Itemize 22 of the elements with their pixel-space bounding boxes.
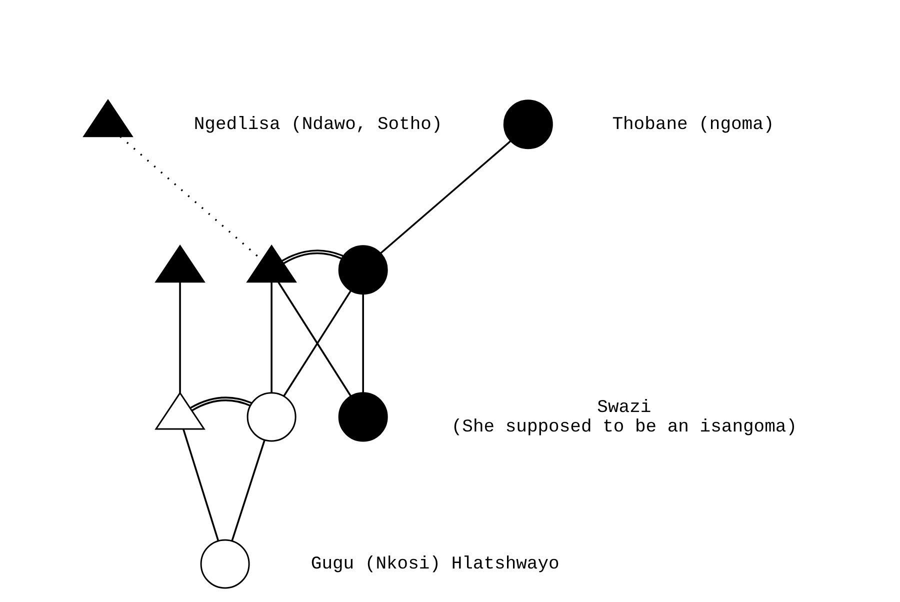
connector	[270, 282, 272, 393]
connector	[190, 396, 252, 412]
connector	[178, 282, 180, 393]
connector	[230, 440, 265, 542]
connector	[281, 250, 343, 264]
node-circle	[338, 392, 388, 442]
node-triangle	[246, 244, 296, 283]
node-circle	[246, 392, 296, 442]
node-circle	[338, 245, 388, 295]
node-triangle	[154, 392, 205, 430]
node-label: (She supposed to be an isangoma)	[450, 417, 797, 438]
node-circle	[502, 100, 552, 150]
node-triangle	[154, 244, 205, 283]
node-label: Swazi	[596, 398, 651, 418]
connector	[362, 294, 364, 393]
node-label: Ngedlisa (Ndawo, Sotho)	[193, 114, 442, 135]
connector	[182, 429, 219, 541]
node-label: Gugu (Nkosi) Hlatshwayo	[310, 554, 559, 575]
connector	[380, 140, 511, 254]
node-label: Thobane (ngoma)	[612, 114, 774, 135]
node-circle	[200, 539, 250, 589]
node-triangle	[82, 98, 133, 138]
